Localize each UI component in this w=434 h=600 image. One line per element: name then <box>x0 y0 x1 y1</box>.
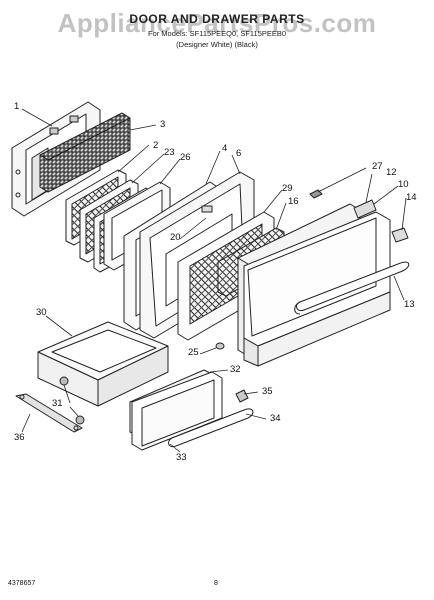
callout-16: 16 <box>288 196 299 207</box>
callout-3: 3 <box>160 119 166 130</box>
callout-34: 34 <box>270 413 281 424</box>
callout-26: 26 <box>180 152 191 163</box>
part-25-screw <box>215 342 225 350</box>
callout-36: 36 <box>14 432 25 443</box>
callout-27: 27 <box>372 161 383 172</box>
callout-29: 29 <box>282 183 293 194</box>
callout-14: 14 <box>406 192 417 203</box>
part-14-handle-bracket <box>391 227 409 243</box>
callout-12: 12 <box>386 167 397 178</box>
part-13-door-handle <box>294 261 410 315</box>
callout-31: 31 <box>52 398 63 409</box>
part-3-insulation <box>39 112 131 193</box>
callout-10: 10 <box>398 179 409 190</box>
callout-6: 6 <box>236 148 242 159</box>
callout-35: 35 <box>262 386 273 397</box>
callout-1: 1 <box>14 101 20 112</box>
model-subtitle: For Models: SF115PEEQ0, SF115PEEB0 <box>147 29 287 38</box>
callout-2: 2 <box>153 140 159 151</box>
part-27-clip <box>309 189 323 199</box>
page-number: 8 <box>214 580 218 587</box>
part-12-outer-door <box>237 203 391 367</box>
callout-30: 30 <box>36 307 47 318</box>
callout-25: 25 <box>188 347 199 358</box>
callout-4: 4 <box>222 143 228 154</box>
callout-32: 32 <box>230 364 241 375</box>
color-subtitle: (Designer White) (Black) <box>176 40 258 49</box>
part-36-drawer-rail <box>15 393 83 433</box>
document-number: 4378657 <box>8 580 36 587</box>
callout-23: 23 <box>164 147 175 158</box>
watermark-text: AppliancePartsPros.com <box>57 8 377 38</box>
part-35-clip <box>235 389 249 403</box>
callout-33: 33 <box>176 452 187 463</box>
callout-20: 20 <box>170 232 181 243</box>
page-title: DOOR AND DRAWER PARTS <box>129 12 305 26</box>
callout-13: 13 <box>404 299 415 310</box>
part-10-hinge <box>353 199 377 219</box>
leader-lines <box>21 108 407 453</box>
part-34-drawer-handle <box>168 408 254 448</box>
part-33-drawer-panel <box>131 371 223 451</box>
